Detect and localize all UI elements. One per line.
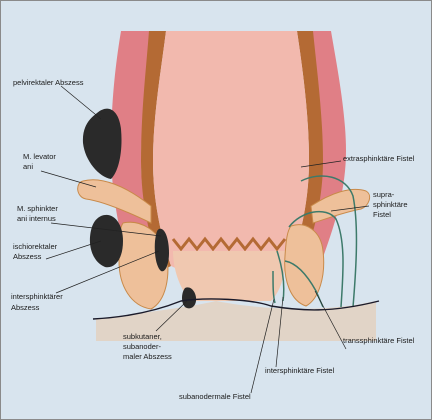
- pelvirectal-abscess: [83, 109, 122, 179]
- label-ischiorectal-abscess-line1: ischiorektaler: [13, 242, 58, 251]
- label-suprasphincteric-fistula-line2: sphinktäre: [373, 200, 408, 209]
- label-subcutaneous-abscess-line1: subkutaner,: [123, 332, 162, 341]
- label-suprasphincteric-fistula-line3: Fistel: [373, 210, 391, 219]
- ischiorectal-abscess: [90, 215, 123, 267]
- label-intersphincteric-abscess-line1: intersphinktärer: [11, 292, 63, 301]
- label-subcutaneous-abscess-line3: maler Abszess: [123, 352, 172, 361]
- label-sphincter-internus-line1: M. sphinkter: [17, 204, 58, 213]
- label-sphincter-internus-line2: ani internus: [17, 214, 56, 223]
- label-intersphincteric-abscess-line2: Abszess: [11, 303, 40, 312]
- label-pelvirectal-abscess: pelvirektaler Abszess: [13, 78, 84, 87]
- label-suprasphincteric-fistula-line1: supra-: [373, 190, 395, 199]
- label-transsphincteric-fistula: transsphinktäre Fistel: [343, 336, 415, 345]
- label-subcutaneous-abscess-line2: subanoder-: [123, 342, 161, 351]
- label-extrasphincteric-fistula: extrasphinktäre Fistel: [343, 154, 415, 163]
- label-levator-ani-line2: ani: [23, 162, 33, 171]
- label-ischiorectal-abscess-line2: Abszess: [13, 252, 42, 261]
- label-intersphincteric-fistula: intersphinktäre Fistel: [265, 366, 335, 375]
- label-subanodermal-fistula: subanodermale Fistel: [179, 392, 251, 401]
- label-levator-ani-line1: M. levator: [23, 152, 56, 161]
